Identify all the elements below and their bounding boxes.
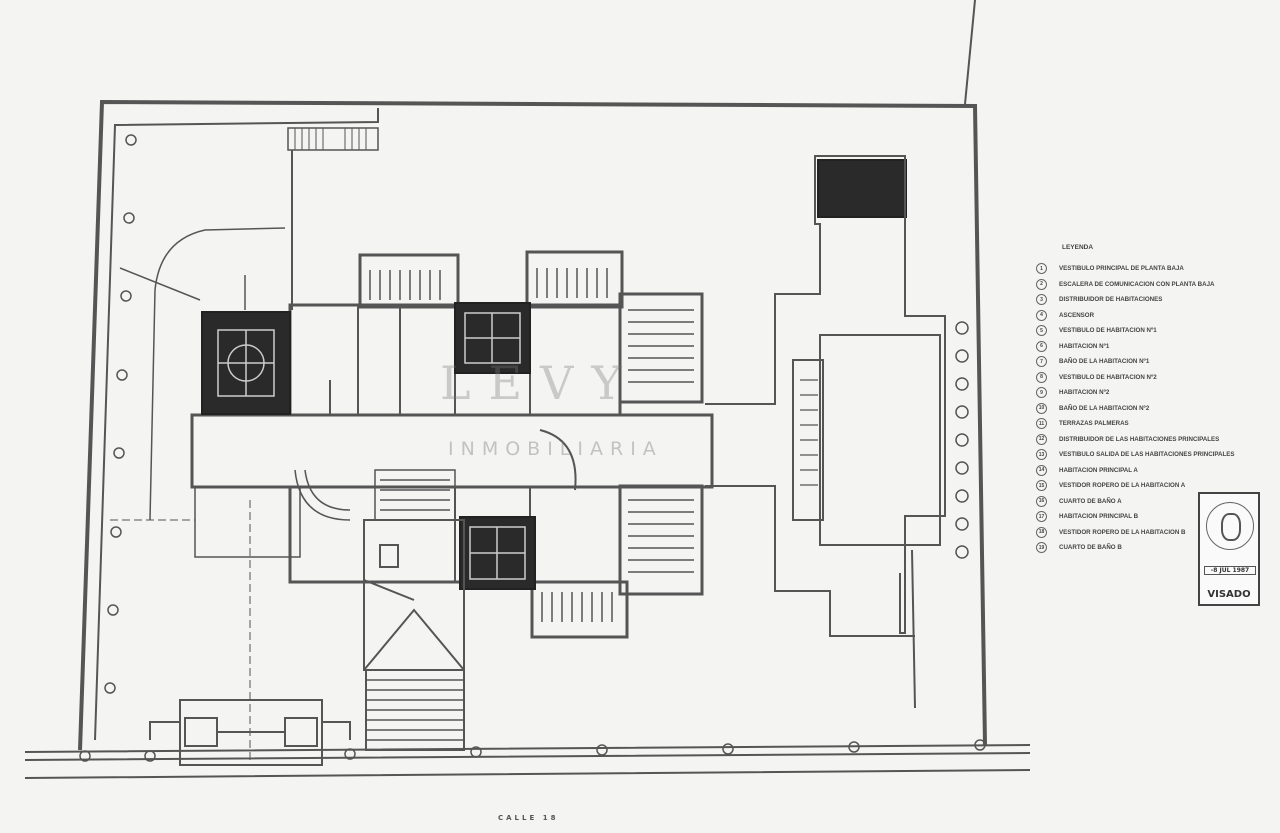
pool-trees [955, 321, 969, 559]
inner-wall [94, 108, 379, 741]
legend-item: 14 HABITACION PRINCIPAL A [1036, 463, 1196, 479]
legend-label: BAÑO DE LA HABITACION Nº2 [1059, 404, 1150, 412]
seal-icon [1206, 502, 1254, 550]
legend-item: 3 DISTRIBUIDOR DE HABITACIONES [1036, 292, 1196, 308]
legend-number: 9 [1036, 387, 1047, 399]
legend-item: 5 VESTIBULO DE HABITACION Nº1 [1036, 323, 1196, 339]
legend-number: 6 [1036, 340, 1047, 352]
legend-item: 1 VESTIBULO PRINCIPAL DE PLANTA BAJA [1036, 261, 1196, 277]
legend-item: 12 DISTRIBUIDOR DE LAS HABITACIONES PRINC… [1036, 432, 1219, 448]
courtyard-patterns [217, 312, 526, 580]
street-label: CALLE 18 [498, 814, 559, 822]
plot-boundary [78, 99, 987, 751]
pool-area [705, 155, 946, 709]
north-boundary-line [964, 0, 976, 105]
legend-label: ASCENSOR [1059, 311, 1095, 319]
legend-number: 7 [1036, 356, 1047, 368]
stamp-label: VISADO [1207, 589, 1251, 600]
legend-item: 15 VESTIDOR ROPERO DE LA HABITACION A [1036, 478, 1196, 494]
watermark-logo: LEVY [440, 356, 640, 410]
legend-number: 5 [1036, 325, 1047, 337]
legend-item: 7 BAÑO DE LA HABITACION Nº1 [1036, 354, 1196, 370]
legend-item: 18 VESTIDOR ROPERO DE LA HABITACION B [1036, 525, 1196, 541]
legend-label: HABITACION Nº2 [1059, 389, 1110, 397]
legend-label: HABITACION PRINCIPAL A [1059, 466, 1138, 474]
legend-number: 15 [1036, 480, 1047, 492]
legend-label: VESTIBULO SALIDA DE LAS HABITACIONES PRI… [1059, 451, 1235, 459]
legend-number: 18 [1036, 526, 1047, 538]
stamp-date: -8 JUL 1987 [1204, 566, 1256, 575]
legend-label: VESTIBULO DE HABITACION Nº1 [1059, 327, 1157, 335]
legend-number: 4 [1036, 309, 1047, 321]
axis-line [110, 500, 251, 760]
legend-item: 6 HABITACION Nº1 [1036, 339, 1196, 355]
legend-label: VESTIDOR ROPERO DE LA HABITACION B [1059, 528, 1186, 536]
legend-label: VESTIDOR ROPERO DE LA HABITACION A [1059, 482, 1186, 490]
legend-label: CUARTO DE BAÑO A [1059, 497, 1122, 505]
legend-number: 10 [1036, 402, 1047, 414]
legend-label: BAÑO DE LA HABITACION Nº1 [1059, 358, 1150, 366]
legend-item: 2 ESCALERA DE COMUNICACION CON PLANTA BAJ… [1036, 277, 1215, 293]
legend-item: 19 CUARTO DE BAÑO B [1036, 540, 1196, 556]
fence-posts [79, 739, 986, 762]
north-stairs [287, 127, 379, 151]
garden-trees [104, 134, 137, 694]
watermark-subtitle: INMOBILIARIA [448, 438, 663, 460]
street-wall [24, 744, 1031, 779]
legend-number: 13 [1036, 449, 1047, 461]
legend-number: 17 [1036, 511, 1047, 523]
legend-item: 8 VESTIBULO DE HABITACION Nº2 [1036, 370, 1196, 386]
legend-item: 13 VESTIBULO SALIDA DE LAS HABITACIONES P… [1036, 447, 1235, 463]
legend-item: 9 HABITACION Nº2 [1036, 385, 1196, 401]
gate [149, 699, 351, 766]
spiral-stair [294, 469, 351, 521]
legend-label: ESCALERA DE COMUNICACION CON PLANTA BAJA [1059, 280, 1215, 288]
legend-item: 16 CUARTO DE BAÑO A [1036, 494, 1196, 510]
legend-number: 2 [1036, 278, 1047, 290]
legend-number: 8 [1036, 371, 1047, 383]
entrance-porch [363, 519, 465, 751]
legend-number: 14 [1036, 464, 1047, 476]
legend-label: VESTIBULO DE HABITACION Nº2 [1059, 373, 1157, 381]
legend-item: 10 BAÑO DE LA HABITACION Nº2 [1036, 401, 1196, 417]
visa-stamp: -8 JUL 1987 VISADO [1198, 492, 1260, 606]
legend: LEYENDA 1 VESTIBULO PRINCIPAL DE PLANTA B… [1036, 244, 1235, 556]
legend-item: 11 TERRAZAS PALMERAS [1036, 416, 1196, 432]
legend-title: LEYENDA [1062, 244, 1094, 251]
legend-number: 16 [1036, 495, 1047, 507]
legend-number: 3 [1036, 294, 1047, 306]
legend-label: HABITACION PRINCIPAL B [1059, 513, 1139, 521]
legend-label: TERRAZAS PALMERAS [1059, 420, 1129, 428]
legend-number: 1 [1036, 263, 1047, 275]
legend-number: 11 [1036, 418, 1047, 430]
legend-label: HABITACION Nº1 [1059, 342, 1110, 350]
north-stair-treads [294, 128, 367, 150]
legend-label: DISTRIBUIDOR DE HABITACIONES [1059, 296, 1163, 304]
legend-item: 17 HABITACION PRINCIPAL B [1036, 509, 1196, 525]
legend-items: 1 VESTIBULO PRINCIPAL DE PLANTA BAJA 2 ESCA… [1036, 261, 1235, 556]
driveway [119, 227, 286, 521]
legend-label: DISTRIBUIDOR DE LAS HABITACIONES PRINCIP… [1059, 435, 1220, 443]
legend-number: 19 [1036, 542, 1047, 554]
legend-label: VESTIBULO PRINCIPAL DE PLANTA BAJA [1059, 265, 1184, 273]
legend-label: CUARTO DE BAÑO B [1059, 544, 1122, 552]
legend-item: 4 ASCENSOR [1036, 308, 1196, 324]
legend-number: 12 [1036, 433, 1047, 445]
